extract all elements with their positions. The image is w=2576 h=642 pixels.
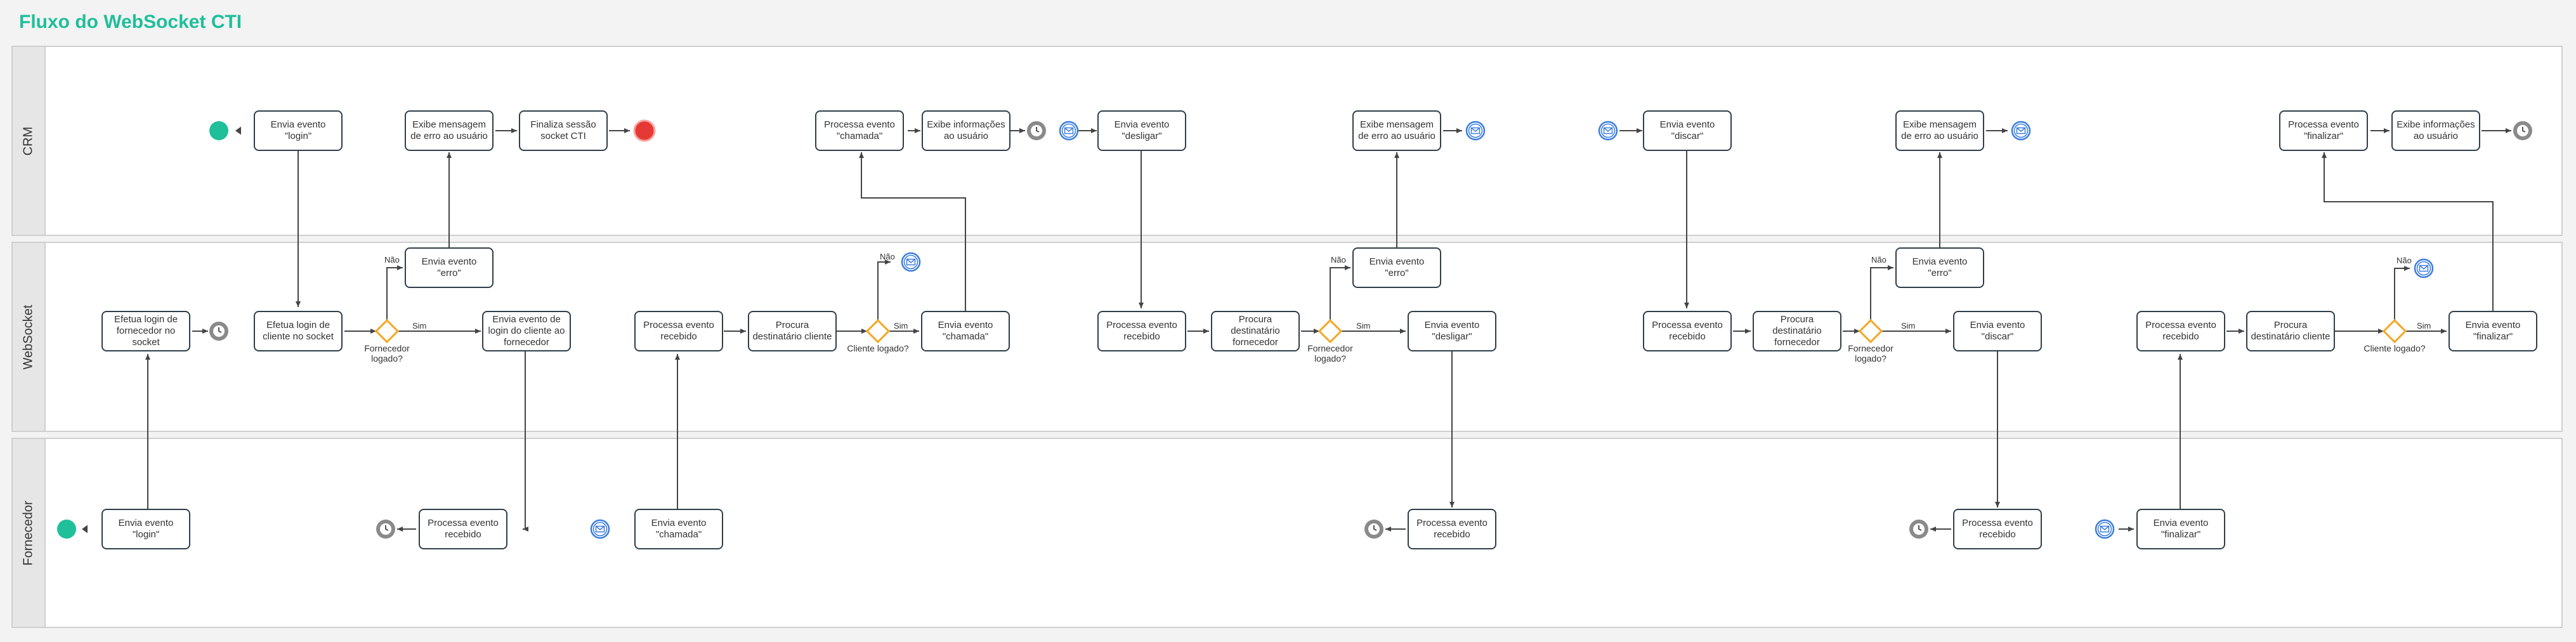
timer-end-icon <box>1909 519 1929 539</box>
gateway-fornecedor-logado <box>374 318 400 344</box>
task-crm-processa-chamada: Processa evento "chamada" <box>815 110 904 151</box>
message-end-icon <box>1465 121 1486 141</box>
task-crm-envia-login: Envia evento "login" <box>254 110 343 151</box>
diagram-title: Fluxo do WebSocket CTI <box>19 11 242 32</box>
task-ws-envia-erro: Envia evento "erro" <box>405 247 494 288</box>
gateway-label: Fornecedor logado? <box>1307 343 1353 364</box>
message-start-icon <box>1598 121 1618 141</box>
task-crm-exibe-erro: Exibe mensagem de erro ao usuário <box>405 110 494 151</box>
message-start-icon <box>590 519 610 539</box>
timer-end-icon <box>209 321 229 341</box>
task-fornecedor-processa-evento: Processa evento recebido <box>1408 509 1496 549</box>
task-ws-efetua-login-fornecedor: Efetua login de fornecedor no socket <box>101 311 190 351</box>
task-ws-envia-chamada: Envia evento "chamada" <box>921 311 1010 351</box>
lane-header-websocket: WebSocket <box>13 243 46 431</box>
message-start-icon <box>2095 519 2115 539</box>
task-ws-envia-desligar: Envia evento "desligar" <box>1408 311 1496 351</box>
task-crm-envia-discar: Envia evento "discar" <box>1643 110 1732 151</box>
task-crm-exibe-info: Exibe informações ao usuário <box>2391 110 2480 151</box>
timer-end-icon <box>1026 121 1047 141</box>
task-ws-envia-login-cliente: Envia evento de login do cliente ao forn… <box>482 311 571 351</box>
gateway-label: Cliente logado? <box>2364 343 2426 353</box>
flow-label-sim: Sim <box>2417 321 2431 331</box>
task-fornecedor-envia-login: Envia evento "login" <box>101 509 190 549</box>
task-crm-exibe-erro: Exibe mensagem de erro ao usuário <box>1895 110 1984 151</box>
task-ws-envia-finalizar: Envia evento "finalizar" <box>2449 311 2537 351</box>
task-fornecedor-processa-evento: Processa evento recebido <box>1953 509 2042 549</box>
task-crm-finaliza-sessao: Finaliza sessão socket CTI <box>519 110 608 151</box>
task-ws-efetua-login-cliente: Efetua login de cliente no socket <box>254 311 343 351</box>
task-fornecedor-envia-chamada: Envia evento "chamada" <box>634 509 723 549</box>
task-ws-procura-fornecedor: Procura destinatário fornecedor <box>1753 311 1841 351</box>
task-crm-exibe-info: Exibe informações ao usuário <box>922 110 1010 151</box>
flow-label-sim: Sim <box>894 321 908 331</box>
flow-label-nao: Não <box>880 252 895 261</box>
task-ws-procura-fornecedor: Procura destinatário fornecedor <box>1211 311 1300 351</box>
task-fornecedor-processa-evento: Processa evento recebido <box>419 509 507 549</box>
task-fornecedor-envia-finalizar: Envia evento "finalizar" <box>2136 509 2225 549</box>
gateway-fornecedor-logado <box>1317 318 1343 344</box>
flow-label-nao: Não <box>1871 255 1886 265</box>
gateway-label: Cliente logado? <box>847 343 909 353</box>
message-end-icon <box>2011 121 2031 141</box>
timer-end-icon <box>376 519 396 539</box>
lane-header-fornecedor: Fornecedor <box>13 439 46 627</box>
task-ws-procura-cliente: Procura destinatário cliente <box>2246 311 2335 351</box>
start-event-crm <box>209 121 228 140</box>
task-crm-processa-finalizar: Processa evento "finalizar" <box>2279 110 2368 151</box>
flow-label-sim: Sim <box>412 321 427 331</box>
flow-label-sim: Sim <box>1901 321 1916 331</box>
lane-header-crm: CRM <box>13 47 46 235</box>
message-end-icon <box>2414 258 2434 278</box>
task-crm-envia-desligar: Envia evento "desligar" <box>1097 110 1186 151</box>
start-event-fornecedor <box>57 520 76 539</box>
timer-end-icon <box>2513 121 2533 141</box>
flow-label-sim: Sim <box>1356 321 1371 331</box>
end-event-crm <box>633 119 656 142</box>
gateway-label: Fornecedor logado? <box>1848 343 1893 364</box>
flow-label-nao: Não <box>1331 255 1346 265</box>
task-ws-procura-cliente: Procura destinatário cliente <box>748 311 837 351</box>
task-ws-processa-evento: Processa evento recebido <box>634 311 723 351</box>
task-ws-processa-evento: Processa evento recebido <box>2136 311 2225 351</box>
task-crm-exibe-erro: Exibe mensagem de erro ao usuário <box>1352 110 1441 151</box>
gateway-fornecedor-logado <box>1858 318 1883 344</box>
message-start-icon <box>1059 121 1079 141</box>
timer-end-icon <box>1364 519 1384 539</box>
flow-label-nao: Não <box>384 255 400 265</box>
gateway-label: Fornecedor logado? <box>364 343 410 364</box>
gateway-cliente-logado <box>2382 318 2407 344</box>
task-ws-envia-erro: Envia evento "erro" <box>1895 247 1984 288</box>
task-ws-envia-discar: Envia evento "discar" <box>1953 311 2042 351</box>
gateway-cliente-logado <box>865 318 891 344</box>
flow-label-nao: Não <box>2396 256 2412 265</box>
task-ws-envia-erro: Envia evento "erro" <box>1352 247 1441 288</box>
task-ws-processa-evento: Processa evento recebido <box>1097 311 1186 351</box>
task-ws-processa-evento: Processa evento recebido <box>1643 311 1732 351</box>
message-end-icon <box>901 252 921 272</box>
